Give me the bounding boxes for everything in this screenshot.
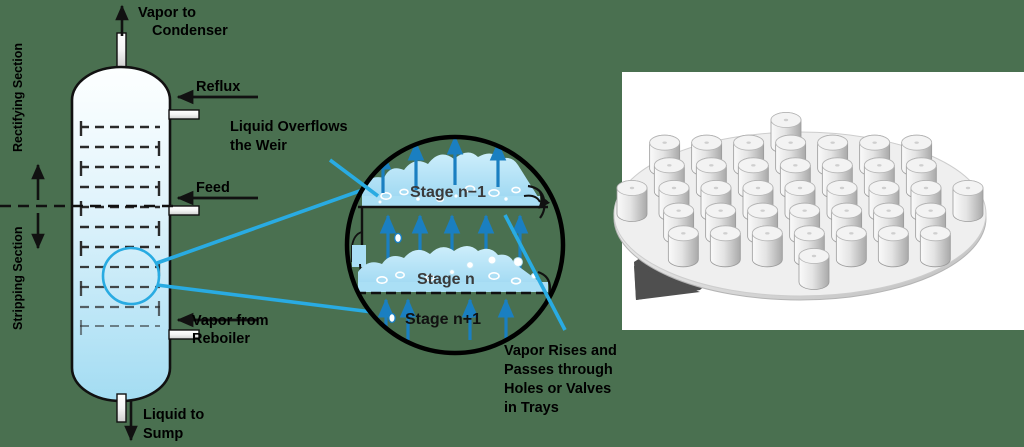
tray-row (80, 141, 161, 156)
vapor-rises-pointer (503, 214, 567, 331)
bottom-liquid-nozzle (116, 393, 127, 423)
label-vapor-to-condenser-line1: Vapor to (138, 5, 196, 21)
tray-row (79, 241, 160, 256)
liquid-layer-upper (362, 196, 540, 206)
reboiler-vapor-nozzle (168, 329, 200, 340)
feed-nozzle (168, 205, 200, 216)
label-liquid-overflows-line2: the Weir (230, 138, 287, 154)
valve-cap (798, 248, 830, 290)
label-vapor-rises-line4: in Trays (504, 400, 559, 416)
stage-n-label: Stage n (417, 271, 475, 288)
label-reflux: Reflux (196, 79, 240, 95)
label-liquid-overflows-line1: Liquid Overflows (230, 119, 348, 135)
bubble-dots-middle (449, 255, 538, 280)
weir-overflow-curve (523, 194, 541, 203)
overflow-arrow-right (538, 191, 551, 209)
bubble-cluster-upper (380, 185, 521, 203)
label-vapor-from-reboiler-line1: Vapor from (192, 313, 269, 329)
magnifier-source-circle (101, 246, 161, 306)
stage-n-group (356, 246, 552, 301)
valve-tray-photo (613, 72, 1024, 330)
stage-n-minus-1-label: Stage n−1 (410, 184, 486, 201)
tray-row (79, 320, 160, 335)
label-vapor-rises-line2: Passes through (504, 362, 613, 378)
valve-cap (667, 225, 699, 268)
label-vapor-rises-line3: Holes or Valves (504, 381, 611, 397)
label-feed: Feed (196, 180, 230, 196)
column-shell (70, 65, 172, 403)
leader-line-lower (156, 283, 373, 314)
tray-row (80, 181, 161, 196)
label-liquid-to-sump-line1: Liquid to (143, 407, 204, 423)
valve-cap (877, 225, 909, 268)
liquid-overflows-pointer (328, 158, 380, 198)
tray-shadow-wedge-2 (634, 266, 700, 300)
froth-layer-middle (358, 246, 548, 288)
distillation-column (0, 4, 258, 442)
leader-line-upper (156, 186, 369, 265)
froth-layer-upper (362, 152, 540, 200)
valve-cap (709, 225, 741, 268)
tray-row (79, 161, 160, 176)
label-liquid-to-sump-line2: Sump (143, 426, 183, 442)
liquid-layer-middle (358, 282, 548, 292)
tray-detail-magnifier: Stage n−1 Stage n Stage n+1 (344, 134, 566, 356)
valve-cap (751, 225, 783, 268)
valve-cap (919, 225, 951, 268)
valve-cap (952, 180, 984, 222)
valve-cap (616, 180, 648, 222)
label-vapor-from-reboiler-line2: Reboiler (192, 331, 250, 347)
reflux-nozzle (168, 109, 200, 120)
magnifier-circle-outline (344, 134, 566, 356)
stage-n-plus-1-label: Stage n+1 (405, 311, 481, 328)
bubble-cluster-middle (376, 271, 522, 285)
label-stripping-section: Stripping Section (11, 227, 25, 330)
label-vapor-to-condenser-line2: Condenser (152, 23, 228, 39)
top-vapor-nozzle (116, 32, 127, 68)
free-bubbles (388, 232, 403, 324)
tray-row (80, 221, 161, 236)
valve-cap-grid (616, 112, 984, 290)
tray-row (80, 301, 161, 316)
label-vapor-rises-line1: Vapor Rises and (504, 343, 617, 359)
tray-row (79, 121, 160, 136)
tray-row (79, 281, 160, 296)
bubble-dots-upper (378, 194, 508, 204)
stage-n-minus-1-group (358, 152, 551, 219)
label-rectifying-section: Rectifying Section (11, 43, 25, 152)
valve-cap (835, 225, 867, 268)
